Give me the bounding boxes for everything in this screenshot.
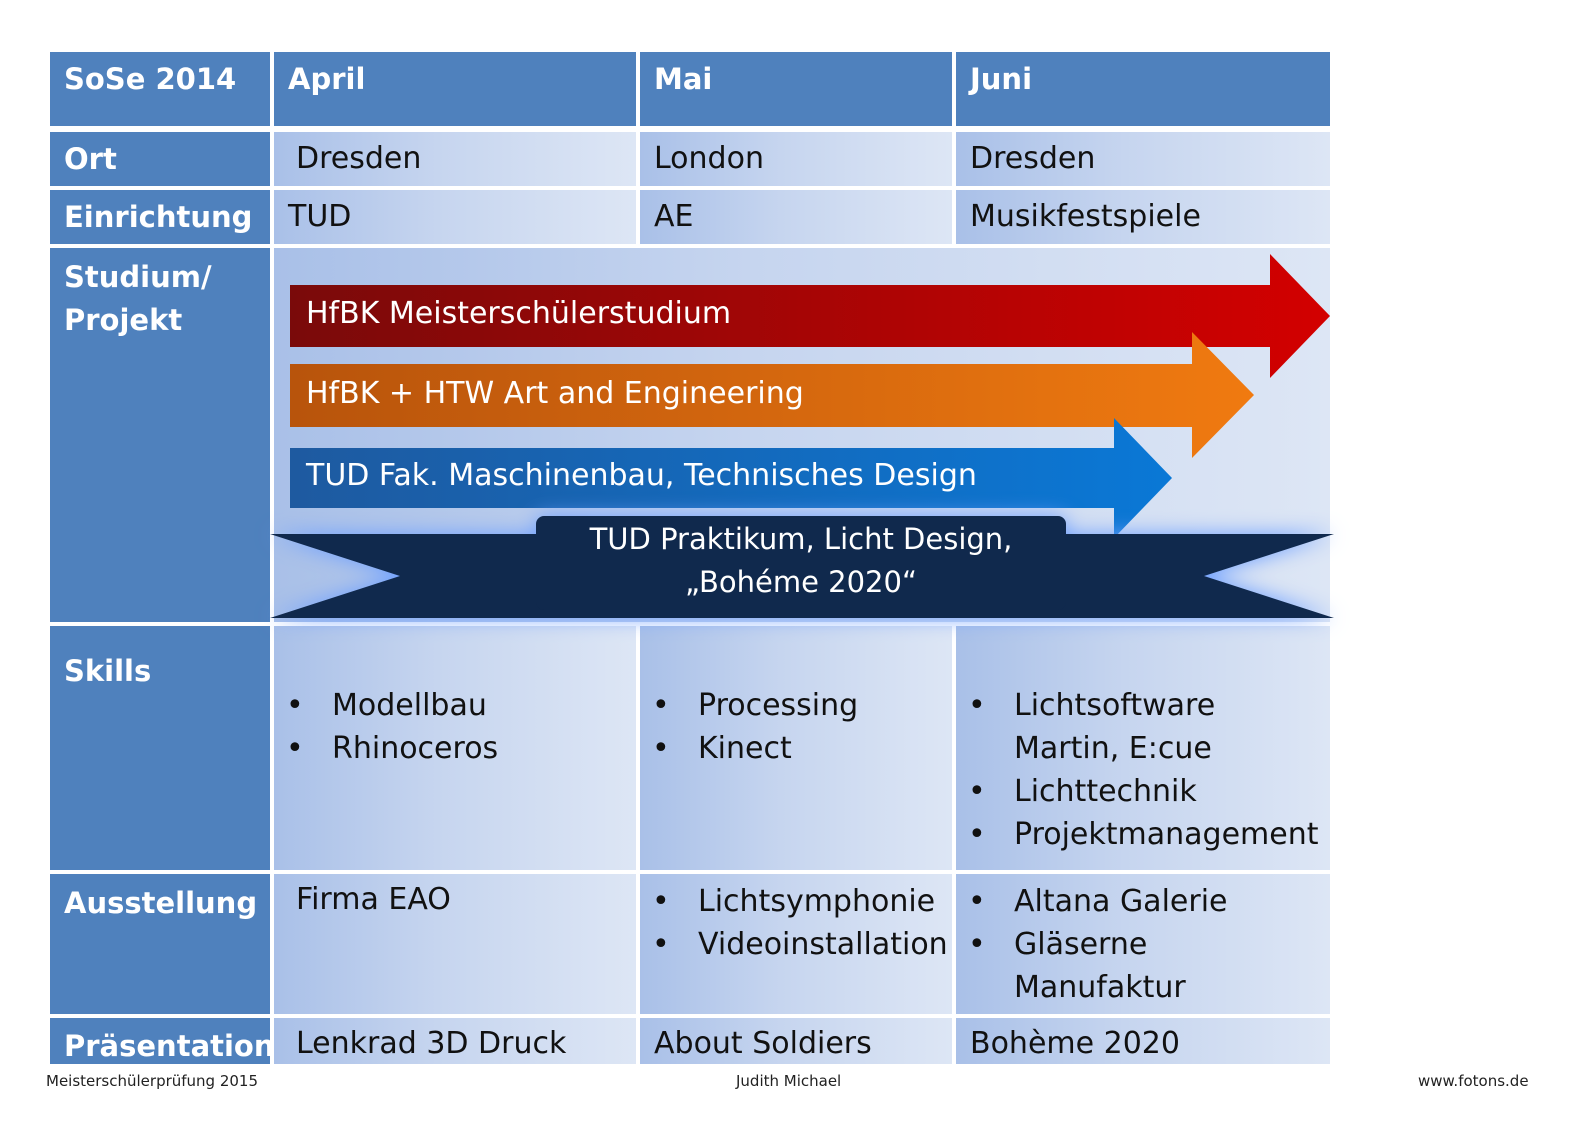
banner-shape bbox=[270, 516, 1334, 618]
schedule-table: SoSe 2014 April Mai Juni Ort Dresden Lon… bbox=[50, 52, 1350, 1080]
ausstellung-april: Firma EAO bbox=[274, 874, 636, 1014]
row-label-studium: Studium/ Projekt bbox=[50, 248, 270, 622]
row-label-praesentation-text: Präsentation bbox=[64, 1029, 275, 1063]
arrow-red-label: HfBK Meisterschülerstudium bbox=[306, 296, 732, 331]
header-juni: Juni bbox=[956, 52, 1330, 126]
ausstellung-mai-item: Videoinstallation bbox=[652, 923, 948, 966]
footer-left: Meisterschülerprüfung 2015 bbox=[46, 1072, 259, 1090]
einrichtung-juni: Musikfestspiele bbox=[956, 190, 1330, 244]
row-label-einrichtung: Einrichtung bbox=[50, 190, 270, 244]
praesentation-juni-text: Bohème 2020 bbox=[970, 1026, 1180, 1061]
footer-right: www.fotons.de bbox=[1418, 1072, 1529, 1090]
skills-april: Modellbau Rhinoceros bbox=[274, 626, 636, 870]
einrichtung-juni-text: Musikfestspiele bbox=[970, 199, 1201, 234]
banner-line1: TUD Praktikum, Licht Design, bbox=[589, 522, 1013, 556]
banner-tud-praktikum: TUD Praktikum, Licht Design, „Bohéme 202… bbox=[270, 516, 1340, 620]
banner-text: TUD Praktikum, Licht Design, „Bohéme 202… bbox=[536, 518, 1066, 604]
skills-mai-item: Processing bbox=[652, 684, 858, 727]
praesentation-mai-text: About Soldiers bbox=[654, 1026, 872, 1061]
praesentation-april: Lenkrad 3D Druck bbox=[274, 1018, 636, 1064]
row-label-ausstellung: Ausstellung bbox=[50, 874, 270, 1014]
einrichtung-mai: AE bbox=[640, 190, 952, 244]
row-label-ausstellung-text: Ausstellung bbox=[64, 886, 258, 920]
arrow-hfbk-meisterschuelerstudium: HfBK Meisterschülerstudium bbox=[290, 254, 1332, 378]
skills-mai: Processing Kinect bbox=[640, 626, 952, 870]
row-label-praesentation: Präsentation bbox=[50, 1018, 275, 1064]
banner-line2: „Bohéme 2020“ bbox=[685, 565, 917, 599]
ort-juni: Dresden bbox=[956, 132, 1330, 186]
header-mai: Mai bbox=[640, 52, 952, 126]
ausstellung-mai: Lichtsymphonie Videoinstallation bbox=[640, 874, 952, 1014]
skills-juni-item: Projektmanagement bbox=[968, 813, 1318, 856]
ort-april: Dresden bbox=[274, 132, 636, 186]
praesentation-mai: About Soldiers bbox=[640, 1018, 952, 1064]
skills-april-item: Modellbau bbox=[286, 684, 498, 727]
arrow-tud-maschinenbau: TUD Fak. Maschinenbau, Technisches Desig… bbox=[290, 418, 1174, 538]
einrichtung-april-text: TUD bbox=[288, 199, 352, 234]
row-label-skills: Skills bbox=[50, 626, 270, 870]
arrow-red-shape bbox=[290, 254, 1330, 378]
row-label-studium-line2: Projekt bbox=[64, 303, 183, 337]
row-label-ort-text: Ort bbox=[64, 142, 117, 176]
ausstellung-juni: Altana Galerie Gläserne Manufaktur bbox=[956, 874, 1330, 1014]
row-label-ort: Ort bbox=[50, 132, 270, 186]
skills-april-item: Rhinoceros bbox=[286, 727, 498, 770]
arrow-hfbk-htw: HfBK + HTW Art and Engineering bbox=[290, 332, 1256, 458]
praesentation-juni: Bohème 2020 bbox=[956, 1018, 1330, 1064]
arrow-orange-shape bbox=[290, 332, 1254, 458]
ausstellung-juni-item: Gläserne Manufaktur bbox=[968, 923, 1228, 1009]
row-label-einrichtung-text: Einrichtung bbox=[64, 200, 253, 234]
row-label-studium-line1: Studium/ bbox=[64, 260, 212, 294]
ort-april-text: Dresden bbox=[296, 141, 422, 176]
skills-juni-item: Lichtsoftware Martin, E:cue bbox=[968, 684, 1308, 770]
skills-mai-item: Kinect bbox=[652, 727, 858, 770]
arrow-orange-label: HfBK + HTW Art and Engineering bbox=[306, 376, 804, 411]
footer-center: Judith Michael bbox=[736, 1072, 842, 1090]
ausstellung-april-text: Firma EAO bbox=[296, 882, 451, 917]
skills-juni: Lichtsoftware Martin, E:cue Lichttechnik… bbox=[956, 626, 1330, 870]
ort-mai: London bbox=[640, 132, 952, 186]
header-corner: SoSe 2014 bbox=[50, 52, 270, 126]
row-label-skills-text: Skills bbox=[64, 654, 152, 688]
ausstellung-juni-item: Altana Galerie bbox=[968, 880, 1228, 923]
ort-juni-text: Dresden bbox=[970, 141, 1096, 176]
praesentation-april-text: Lenkrad 3D Druck bbox=[296, 1026, 567, 1061]
skills-juni-item: Lichttechnik bbox=[968, 770, 1308, 813]
ort-mai-text: London bbox=[654, 141, 764, 176]
einrichtung-mai-text: AE bbox=[654, 199, 694, 234]
arrow-blue-label: TUD Fak. Maschinenbau, Technisches Desig… bbox=[306, 458, 977, 493]
ausstellung-mai-item: Lichtsymphonie bbox=[652, 880, 948, 923]
arrow-blue-shape bbox=[290, 418, 1172, 538]
einrichtung-april: TUD bbox=[274, 190, 636, 244]
header-april: April bbox=[274, 52, 636, 126]
